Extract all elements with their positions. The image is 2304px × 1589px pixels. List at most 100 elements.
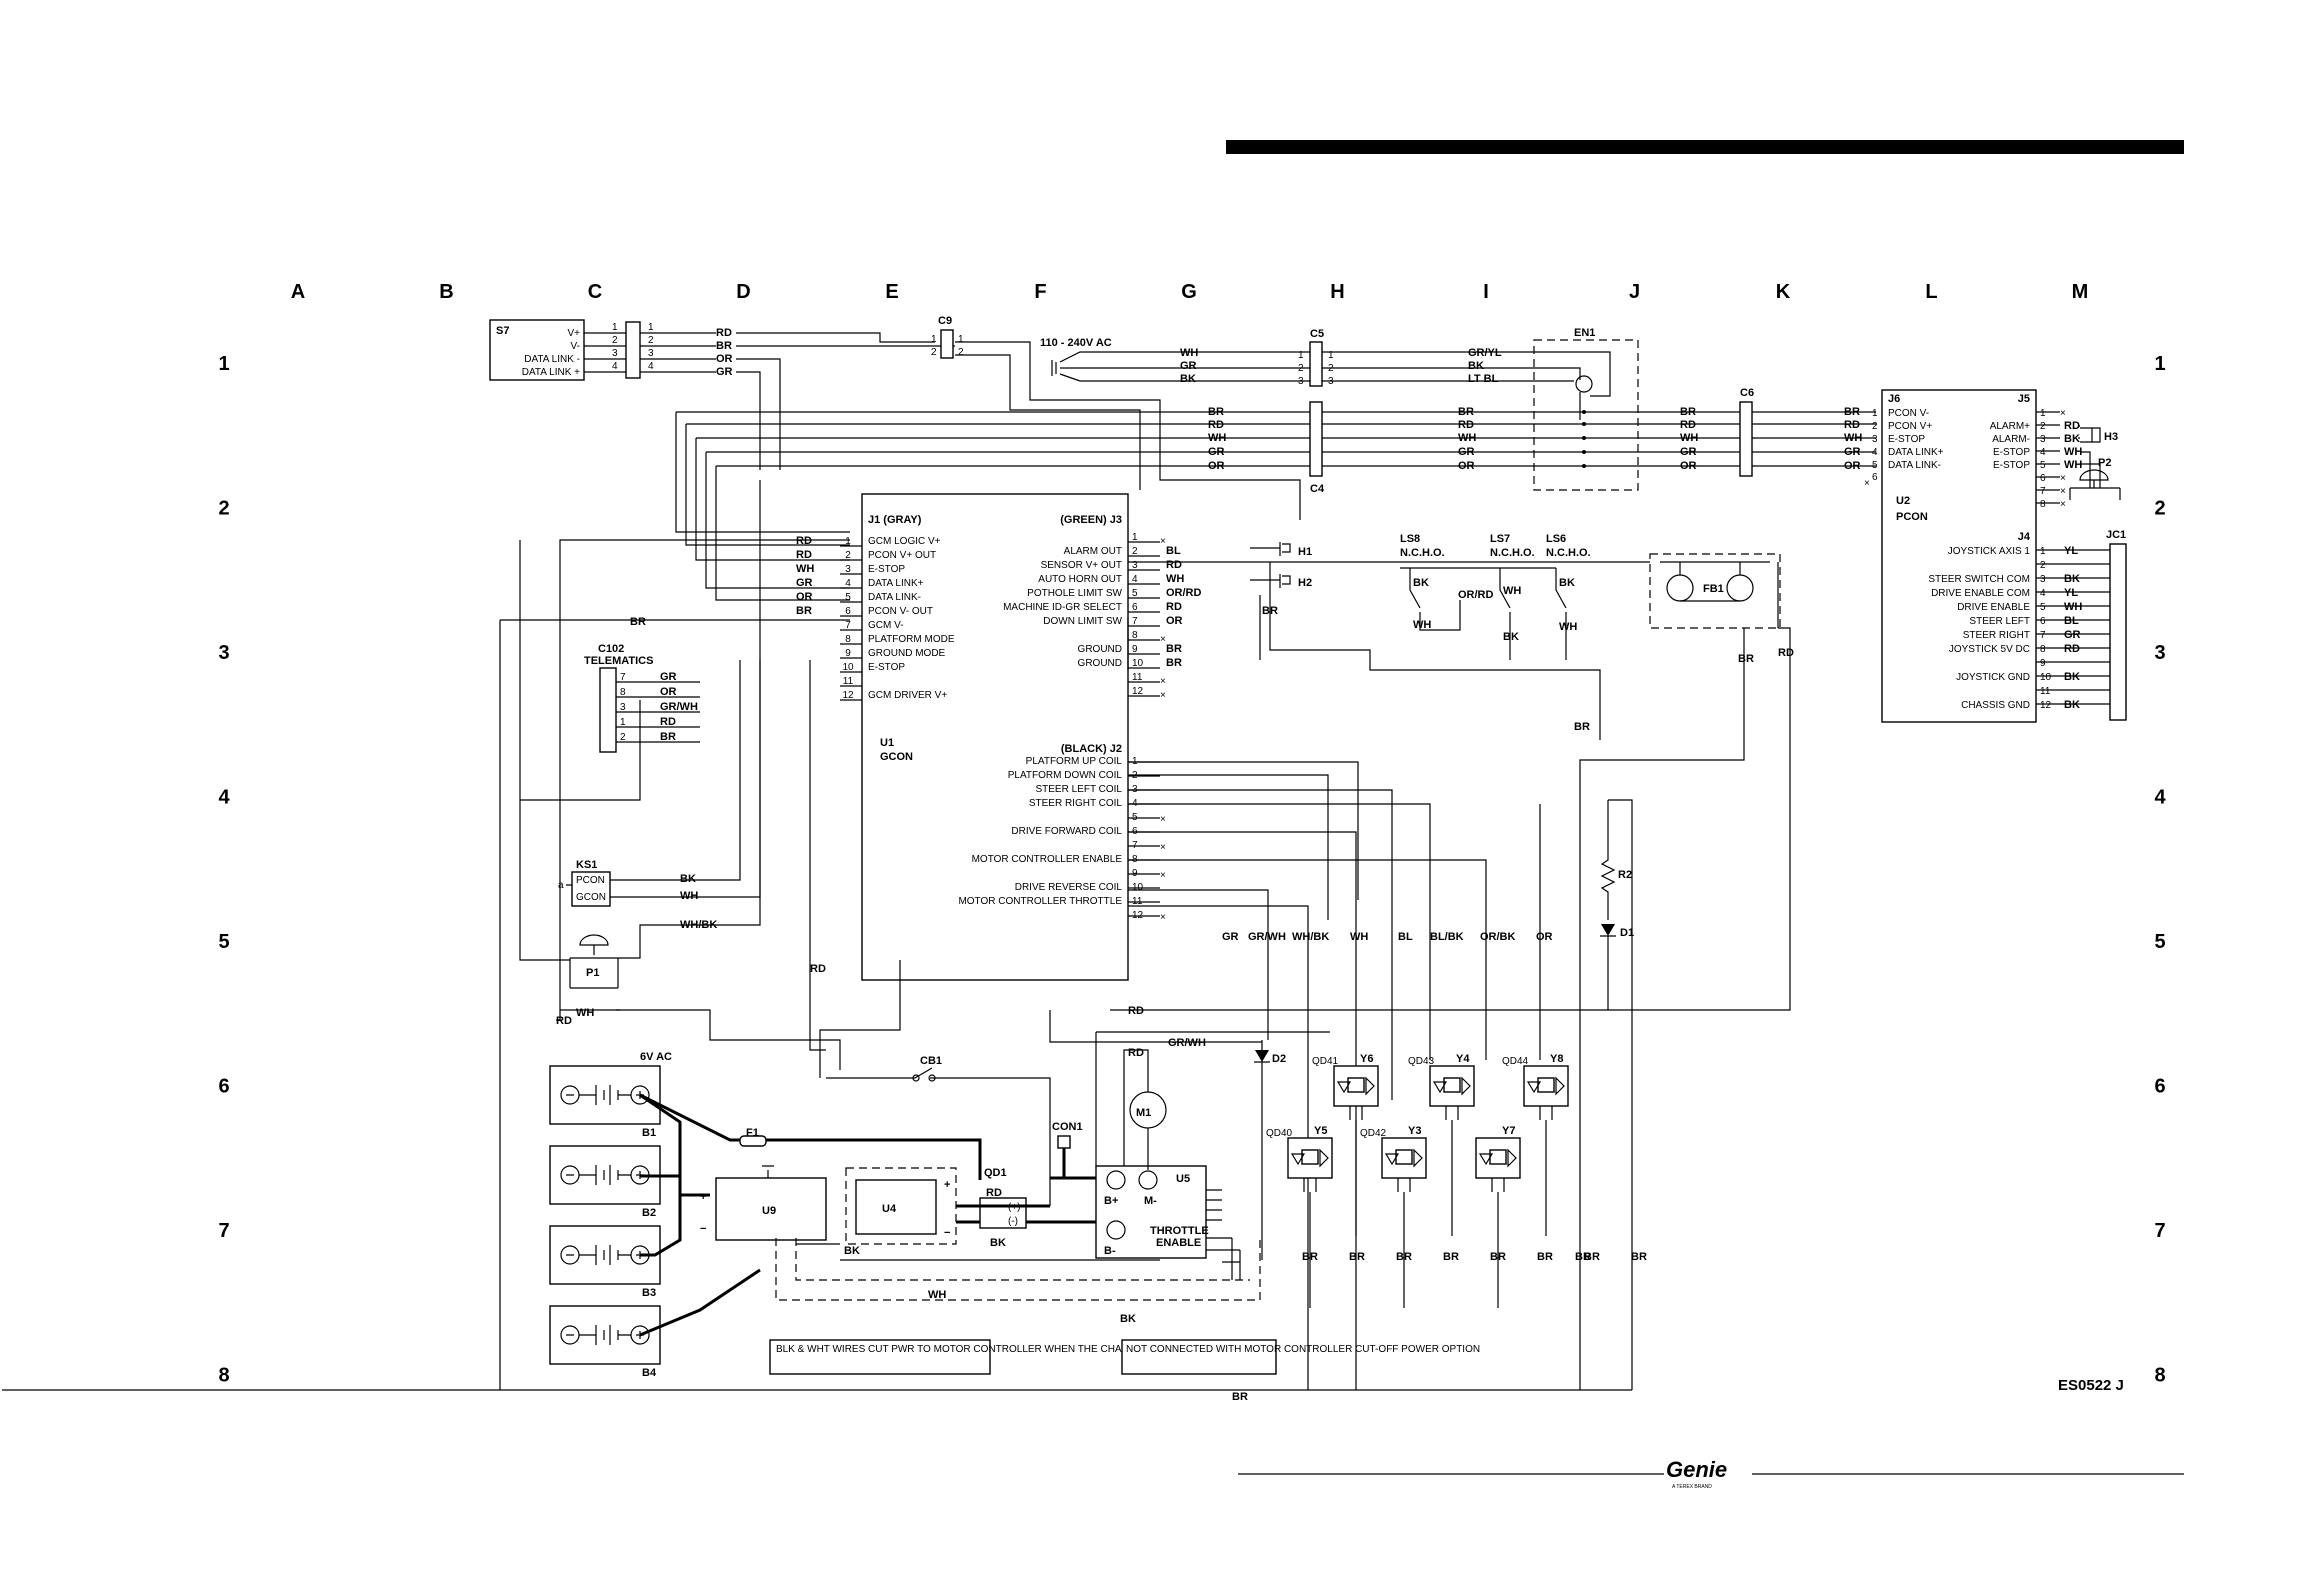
u1-j2-pin-label: STEER RIGHT COIL bbox=[1029, 798, 1123, 809]
valve-block: QD40 Y5 bbox=[1266, 1125, 1333, 1308]
battery-b2: B2 bbox=[642, 1207, 656, 1219]
m1-wire-rd: RD bbox=[1128, 1047, 1144, 1059]
h3-alarm: H3 bbox=[2080, 427, 2118, 443]
ks1-wire-bk: BK bbox=[680, 873, 696, 885]
s7-pin-3: DATA LINK - bbox=[524, 354, 580, 365]
u1-j3-pin-label: ALARM OUT bbox=[1064, 546, 1122, 557]
u2-j4-pin-num: 2 bbox=[2040, 560, 2046, 571]
ls8-switch: LS8 N.C.H.O. BK WH bbox=[1400, 533, 1461, 631]
row-label-right: 2 bbox=[2154, 498, 2165, 520]
col-label: C bbox=[588, 281, 602, 303]
valve-qd: QD43 bbox=[1408, 1056, 1435, 1067]
u1-j1-wire: GR bbox=[796, 577, 813, 589]
u2-j4-pin-num: 4 bbox=[2040, 588, 2046, 599]
u5-motor-controller: B+ M- B- U5 THROTTLE ENABLE bbox=[1095, 1165, 1240, 1259]
u2-j4-pin-num: 8 bbox=[2040, 644, 2046, 655]
bus3-wire-or: OR bbox=[1680, 460, 1697, 472]
s7-switch: S7 V+ V- DATA LINK - DATA LINK + bbox=[489, 319, 585, 381]
svg-text:2: 2 bbox=[648, 335, 654, 346]
bus4-wire-or: OR bbox=[1844, 460, 1861, 472]
s7-wire-rd: RD bbox=[716, 327, 732, 339]
u1-j3-pin-num: 8 bbox=[1132, 630, 1138, 641]
ls8-wire-bk: BK bbox=[1413, 577, 1429, 589]
u5-wire-grwh: GR/WH bbox=[1168, 1037, 1206, 1049]
valve-wire-orbk: OR/BK bbox=[1480, 931, 1516, 943]
u1-j2-nc: × bbox=[1160, 870, 1166, 881]
c102-wire: GR bbox=[660, 671, 677, 683]
p2-estop: P2 bbox=[2069, 457, 2121, 500]
u1-j3-nc: × bbox=[1160, 676, 1166, 687]
d1-id: D1 bbox=[1620, 927, 1634, 939]
u2-j5-pin-num: 3 bbox=[2040, 434, 2046, 445]
u2-j4-pin-label: JOYSTICK 5V DC bbox=[1949, 644, 2030, 655]
ls7-wire-bk: BK bbox=[1503, 631, 1519, 643]
drawing-number: ES0522 J bbox=[2058, 1377, 2124, 1394]
u1-j3-wire: BR bbox=[1166, 643, 1182, 655]
u2-j4-pin-num: 6 bbox=[2040, 616, 2046, 627]
misc-wiring: BR RD WH RD BR BR BR BR bbox=[499, 539, 1601, 1403]
col-label: J bbox=[1629, 281, 1640, 303]
svg-text:(-): (-) bbox=[1008, 1216, 1018, 1227]
c5-wire-grly: GR/YL bbox=[1468, 347, 1502, 359]
c9-connector: C9 12 12 bbox=[931, 315, 1301, 520]
valve-ground-br: BR bbox=[1443, 1251, 1459, 1263]
m1-id: M1 bbox=[1136, 1107, 1151, 1119]
d2-diode: D2 bbox=[1254, 1040, 1286, 1260]
valve-wire-gr: GR bbox=[1222, 931, 1239, 943]
battery-label: 6V AC bbox=[640, 1051, 672, 1063]
u4-id: U4 bbox=[882, 1203, 897, 1215]
svg-text:×: × bbox=[2060, 486, 2066, 497]
bus-wire-br: BR bbox=[1208, 406, 1224, 418]
p1-wire: WH/BK bbox=[680, 919, 717, 931]
u5-term-bminus: B- bbox=[1104, 1245, 1116, 1257]
s7-pin-1: V+ bbox=[567, 328, 580, 339]
misc-wire-br4: BR bbox=[1232, 1391, 1248, 1403]
u2-j4-wire: BK bbox=[2064, 671, 2080, 683]
u2-j4-pin-label: DRIVE ENABLE COM bbox=[1931, 588, 2030, 599]
u2-j6-pin-label: E-STOP bbox=[1888, 434, 1925, 445]
s7-wire-gr: GR bbox=[716, 366, 733, 378]
u2-j5-pin-num: 6 bbox=[2040, 473, 2046, 484]
u1-j1-pin-num: 6 bbox=[845, 606, 851, 617]
misc-wire-br3: BR bbox=[1574, 721, 1590, 733]
row-label-left: 5 bbox=[218, 931, 229, 953]
u2-j6-pin-num: 5 bbox=[1872, 460, 1878, 471]
u2-j5-wire: RD bbox=[2064, 420, 2080, 432]
fb1-wire-br: BR bbox=[1738, 653, 1754, 665]
interlock-wire-wh: WH bbox=[928, 1289, 946, 1301]
qd1-wire-bk: BK bbox=[990, 1237, 1006, 1249]
u1-j3-pin-label: DOWN LIMIT SW bbox=[1043, 616, 1122, 627]
u2-id: U2 bbox=[1896, 495, 1910, 507]
u1-j3-pin-num: 10 bbox=[1132, 658, 1144, 669]
fb1-footswitch: FB1 BR RD bbox=[1110, 553, 1794, 1390]
u1-j3-wire: BR bbox=[1166, 657, 1182, 669]
valve-qd: QD40 bbox=[1266, 1128, 1293, 1139]
u1-j3-label: (GREEN) J3 bbox=[1060, 514, 1122, 526]
valve-id: Y5 bbox=[1314, 1125, 1327, 1137]
u1-j3-pin-num: 2 bbox=[1132, 546, 1138, 557]
note-not-connected: NOT CONNECTED WITH MOTOR CONTROLLER CUT-… bbox=[1121, 1339, 1480, 1375]
u2-j5-pin-num: 2 bbox=[2040, 421, 2046, 432]
valve-wire-whbk: WH/BK bbox=[1292, 931, 1329, 943]
svg-text:3: 3 bbox=[1298, 376, 1304, 387]
qd1-wire-rd: RD bbox=[986, 1187, 1002, 1199]
row-label-right: 3 bbox=[2154, 642, 2165, 664]
u1-j3-wire: RD bbox=[1166, 559, 1182, 571]
valve-wire-wh: WH bbox=[1350, 931, 1368, 943]
bus3-wire-br: BR bbox=[1680, 406, 1696, 418]
svg-text:3: 3 bbox=[612, 348, 618, 359]
ls8-id: LS8 bbox=[1400, 533, 1420, 545]
row-label-right: 5 bbox=[2154, 931, 2165, 953]
u2-j6-pin-label: PCON V+ bbox=[1888, 421, 1932, 432]
r2-id: R2 bbox=[1618, 869, 1632, 881]
bus3-wire-gr: GR bbox=[1680, 446, 1697, 458]
u1-j3-pin-label: POTHOLE LIMIT SW bbox=[1027, 588, 1122, 599]
en1-enclosure: EN1 bbox=[1533, 327, 1639, 491]
c102-wire: RD bbox=[660, 716, 676, 728]
svg-text:NOT CONNECTED WITH MOTOR CONTR: NOT CONNECTED WITH MOTOR CONTROLLER CUT-… bbox=[1126, 1344, 1480, 1355]
batteries: 6V AC B1 B2 B3 B4 bbox=[549, 1051, 982, 1379]
